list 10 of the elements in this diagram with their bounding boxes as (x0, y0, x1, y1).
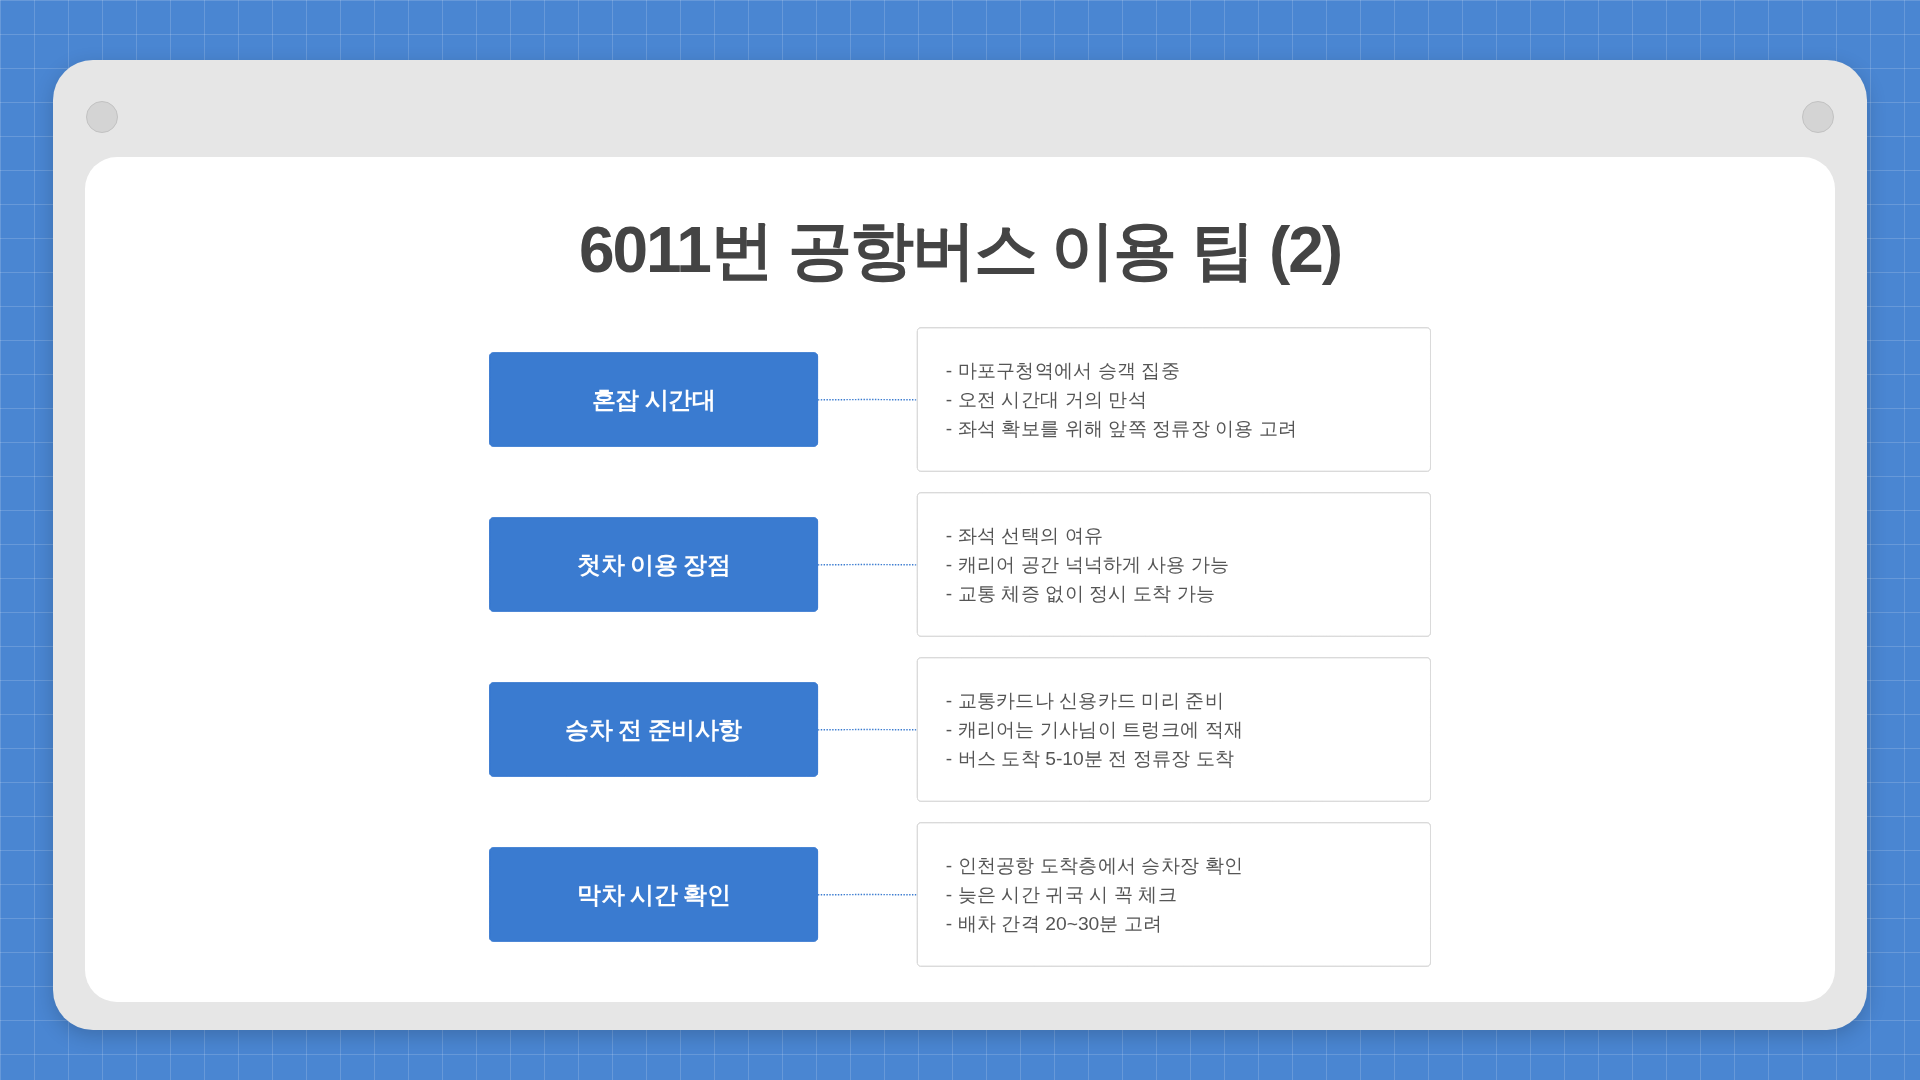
node-text: - 교통카드나 신용카드 미리 준비 - 캐리어는 기사님이 트렁크에 적재 - 버스 도착 5-10분 전 정류장 도착 (945, 689, 1243, 769)
node-text: - 인천공항 도착층에서 승차장 확인 - 늦은 시간 귀국 시 꼭 체크 - 배차 간격 20~30분 고려 (945, 854, 1243, 934)
connector (817, 728, 919, 731)
node-text: - 마포구청역에서 승객 집중 - 오전 시간대 거의 만석 - 좌석 확보를 위해 앞쪽 정류장 이용 고려 (945, 359, 1298, 439)
connector (817, 398, 919, 401)
node-text: - 좌석 선택의 여유 - 캐리어 공간 넉넉하게 사용 가능 - 교통 체증 없이 정시 도착 가능 (945, 524, 1230, 604)
connector (817, 563, 919, 566)
connector (817, 893, 919, 896)
content-card: 6011번 공항버스 이용 팁 (2) 혼잡 시간대 - 마포구청역에서 승객 집중 - 오전 시간대 거의 만석 - 좌석 확보를 위해 앞쪽 정류장 이용 고려 첫차 이용 장점 - 좌석 선택의 여유 - 캐리어 공간 넉넉하게 사용 가능 - 교통 체증 없이 정시 도착 가능 승차 전 준비사항 - 교통카드나 신용카드 미리 준비 - 캐리어는 기사님이 트렁크에 적재 - 버스 도착 5-10분 전 정류장 도착 막차 시간 확인 - 인천공항 도착층에서 승차장 확인 - 늦은 시간 귀국 시 꼭 체크 - 배차 간격 20~30분 고려 (85, 157, 1835, 1002)
title: 6011번 공항버스 이용 팁 (2) (578, 213, 1342, 288)
